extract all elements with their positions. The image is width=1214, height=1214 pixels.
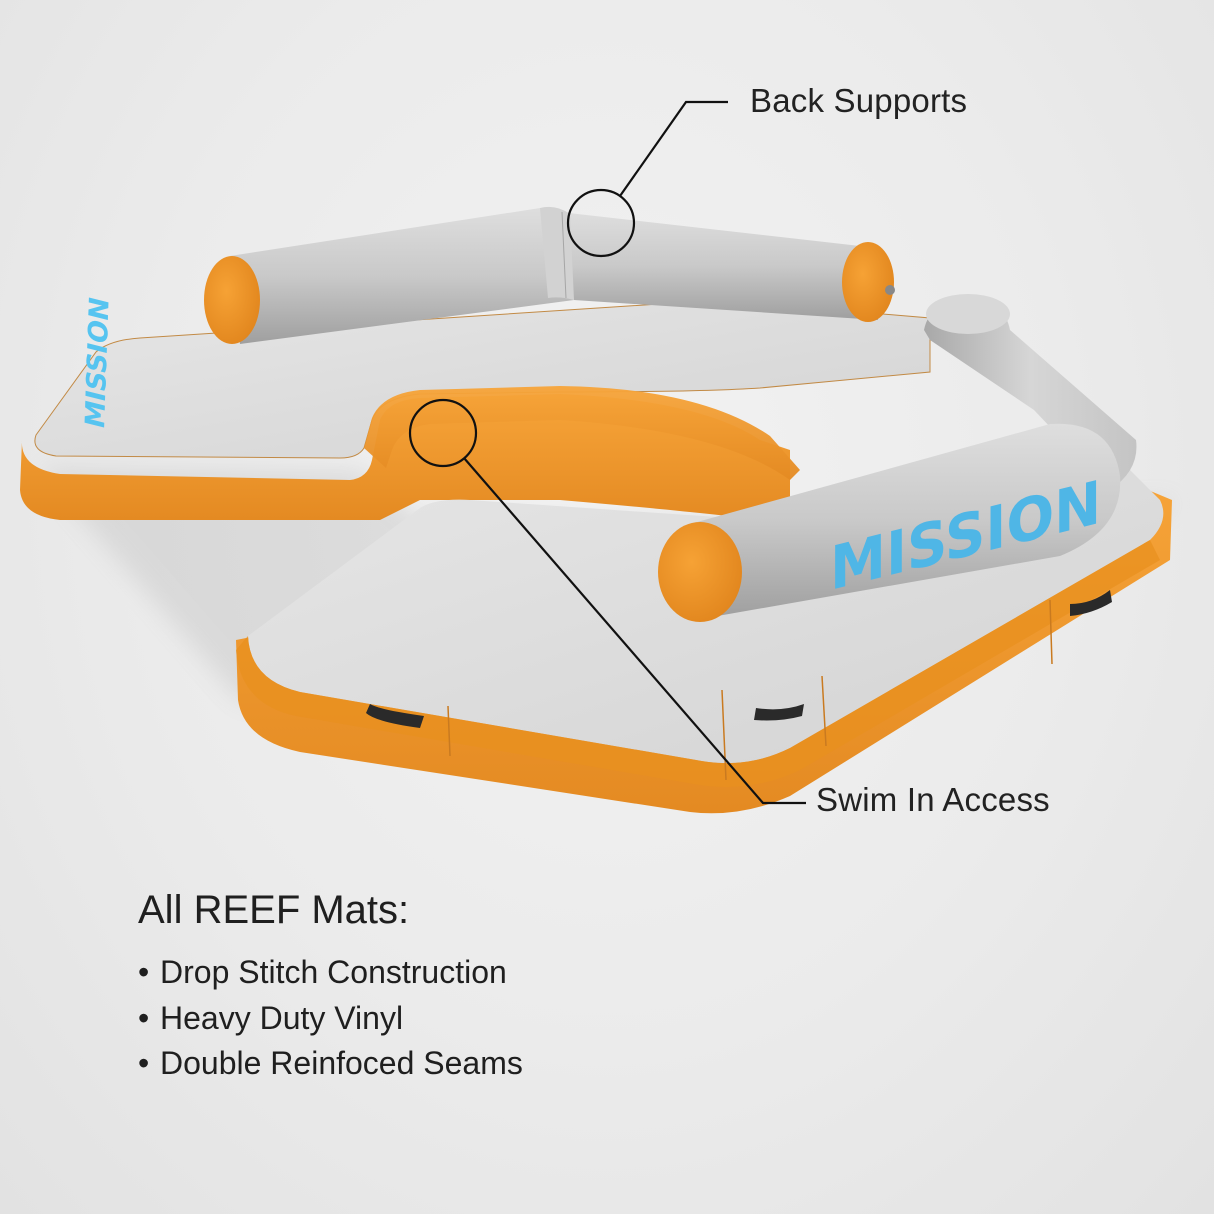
carry-handle (754, 704, 804, 721)
feature-item: • Heavy Duty Vinyl (138, 996, 523, 1042)
feature-text: Drop Stitch Construction (160, 954, 507, 990)
callout-leader (619, 100, 728, 197)
carry-handle (1070, 590, 1112, 616)
feature-text: Double Reinfoced Seams (160, 1045, 523, 1081)
callout-circle (408, 398, 478, 468)
callout-swim-in-access (408, 398, 806, 805)
feature-text: Heavy Duty Vinyl (160, 999, 404, 1036)
bullet: • (138, 954, 150, 990)
feature-item: • Double Reinfoced Seams (138, 1041, 523, 1087)
back-support-bolster-rear (204, 206, 895, 344)
features-section: All REEF Mats: • Drop Stitch Construction… (138, 884, 523, 1087)
bullet: • (138, 1045, 150, 1081)
callout-back-supports (566, 100, 728, 258)
callout-leader (463, 457, 806, 805)
callout-label-swim-in-access: Swim In Access (816, 781, 1050, 818)
carry-handle (366, 704, 424, 728)
bullet: • (138, 999, 150, 1036)
mat-left-section: MISSION (20, 294, 931, 520)
feature-item: • Drop Stitch Construction (138, 950, 523, 996)
features-title: All REEF Mats: (138, 888, 410, 932)
features-list: • Drop Stitch Construction • Heavy Duty Vi… (138, 950, 523, 1087)
callout-circle (566, 188, 636, 258)
brand-logo-left: MISSION (80, 294, 115, 432)
callout-label-back-supports: Back Supports (750, 82, 968, 119)
